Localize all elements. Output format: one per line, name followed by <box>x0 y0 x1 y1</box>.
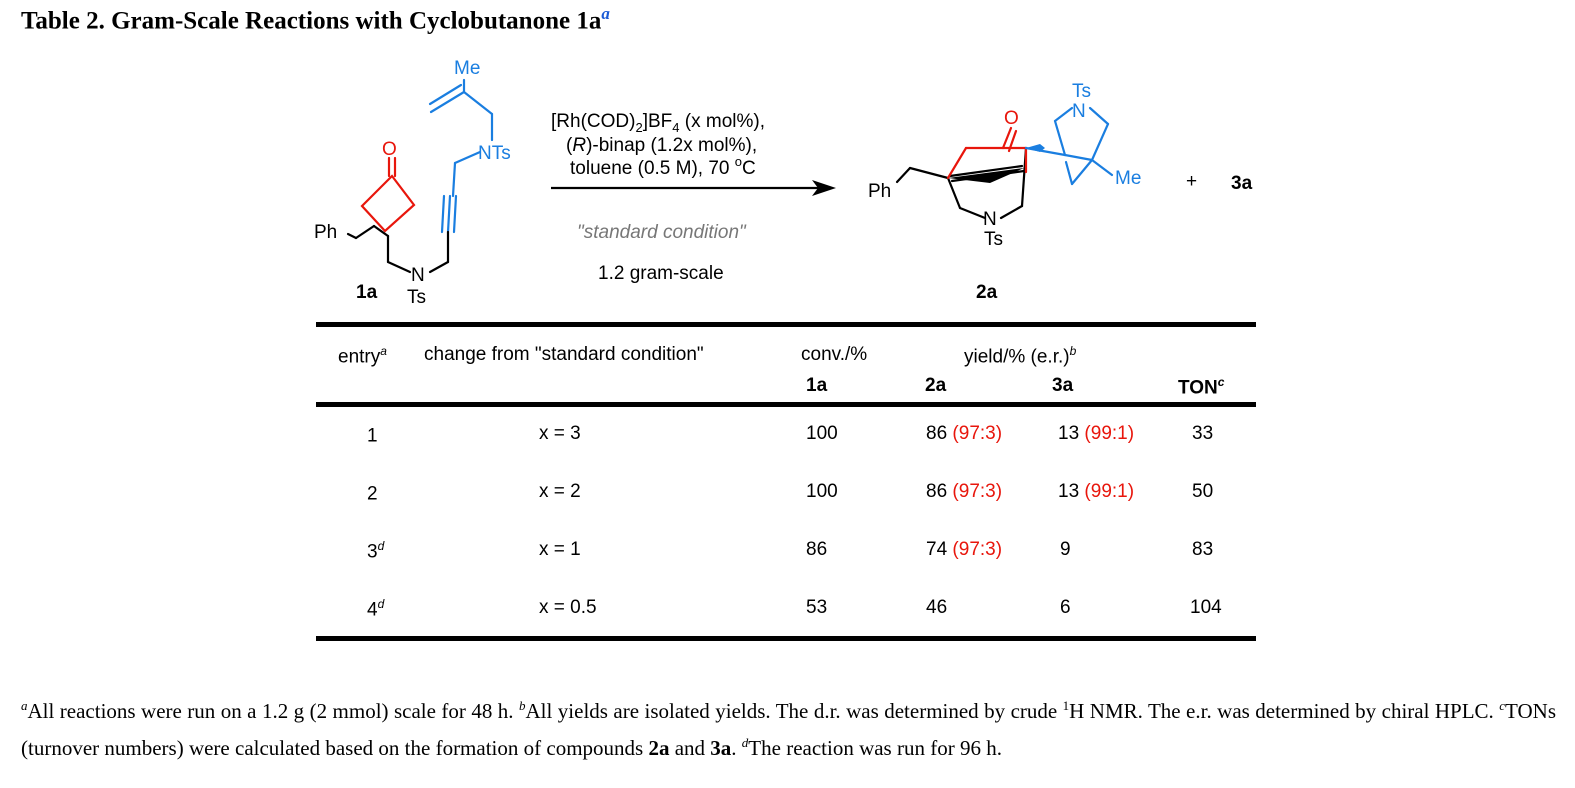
header-yield-3a: 3a <box>1052 375 1074 396</box>
sm-o-label: O <box>382 139 397 160</box>
header-conv: conv./% <box>801 344 868 365</box>
reaction-scheme: Me NTs N Ts Ph O 1a [Rh(COD)2]BF4 (x mol… <box>314 58 1253 308</box>
header-ton: TONc <box>1178 375 1225 399</box>
sm-cyclobutanone <box>360 156 416 233</box>
header-yield: yield/% (e.r.)b <box>964 344 1077 368</box>
prod-ts-top-label: Ts <box>1072 81 1091 102</box>
reagent-line-1: [Rh(COD)2]BF4 (x mol%), <box>551 111 765 135</box>
row-1-conv: 100 <box>806 423 838 444</box>
reagent-line-2: (R)-binap (1.2x mol%), <box>566 135 757 156</box>
prod-red-ketone <box>946 126 1028 180</box>
row-4-change: x = 0.5 <box>539 597 597 618</box>
row-2-yield-2a: 86 (97:3) <box>926 481 1003 502</box>
row-3-entry: 3d <box>367 539 385 563</box>
table-header-rule <box>316 402 1256 407</box>
row-1-yield-2a: 86 (97:3) <box>926 423 1003 444</box>
sm-ph-label: Ph <box>314 222 337 243</box>
sm-label: 1a <box>356 282 378 303</box>
standard-condition-label: "standard condition" <box>577 222 747 243</box>
prod-blue-bicycle <box>1024 106 1114 186</box>
prod-black-bonds <box>895 146 1028 220</box>
table-footnotes: aAll reactions were run on a 1.2 g (2 mm… <box>21 698 1556 760</box>
header-change: change from "standard condition" <box>424 344 704 365</box>
sm-me-label: Me <box>454 58 480 79</box>
sm-ts-label: Ts <box>407 287 426 308</box>
scale-label: 1.2 gram-scale <box>598 263 724 284</box>
row-1-yield-3a: 13 (99:1) <box>1058 423 1135 444</box>
prod-ts-label: Ts <box>984 229 1003 250</box>
table-bottom-rule <box>316 636 1256 641</box>
row-4-conv: 53 <box>806 597 828 618</box>
row-2-change: x = 2 <box>539 481 581 502</box>
row-4-entry: 4d <box>367 597 385 621</box>
row-1-entry: 1 <box>367 425 378 447</box>
row-3-conv: 86 <box>806 539 828 560</box>
byproduct-label: 3a <box>1231 173 1253 194</box>
row-2-conv: 100 <box>806 481 838 502</box>
row-4-yield-2a: 46 <box>926 597 948 618</box>
row-2-ton: 50 <box>1192 481 1214 502</box>
prod-bridge-wedge <box>948 168 1024 183</box>
row-1-change: x = 3 <box>539 423 581 444</box>
table-top-rule <box>316 322 1256 327</box>
row-2-entry: 2 <box>367 483 378 505</box>
sm-nts-label: NTs <box>478 143 511 164</box>
row-3-change: x = 1 <box>539 539 581 560</box>
row-4-yield-3a: 6 <box>1060 597 1071 618</box>
plus-sign: + <box>1186 171 1197 192</box>
sm-n-label: N <box>411 265 425 286</box>
row-3-yield-2a: 74 (97:3) <box>926 539 1003 560</box>
prod-ph-label: Ph <box>868 181 891 202</box>
row-3-yield-3a: 9 <box>1060 539 1071 560</box>
sm-black-bonds <box>346 224 450 274</box>
table-title: Table 2. Gram-Scale Reactions with Cyclo… <box>21 4 610 35</box>
prod-n-top-label: N <box>1072 101 1086 122</box>
sm-blue-chain <box>428 78 494 234</box>
prod-n-label: N <box>983 209 997 230</box>
row-1-ton: 33 <box>1192 423 1214 444</box>
reaction-arrow-head <box>812 180 836 196</box>
reagent-line-3: toluene (0.5 M), 70 oC <box>570 154 756 179</box>
prod-o-label: O <box>1004 108 1019 129</box>
row-4-ton: 104 <box>1190 597 1222 618</box>
header-yield-2a: 2a <box>925 375 947 396</box>
prod-me-label: Me <box>1115 168 1141 189</box>
row-2-yield-3a: 13 (99:1) <box>1058 481 1135 502</box>
header-conv-1a: 1a <box>806 375 828 396</box>
header-entry: entrya <box>338 344 387 368</box>
product-label: 2a <box>976 282 998 303</box>
row-3-ton: 83 <box>1192 539 1214 560</box>
